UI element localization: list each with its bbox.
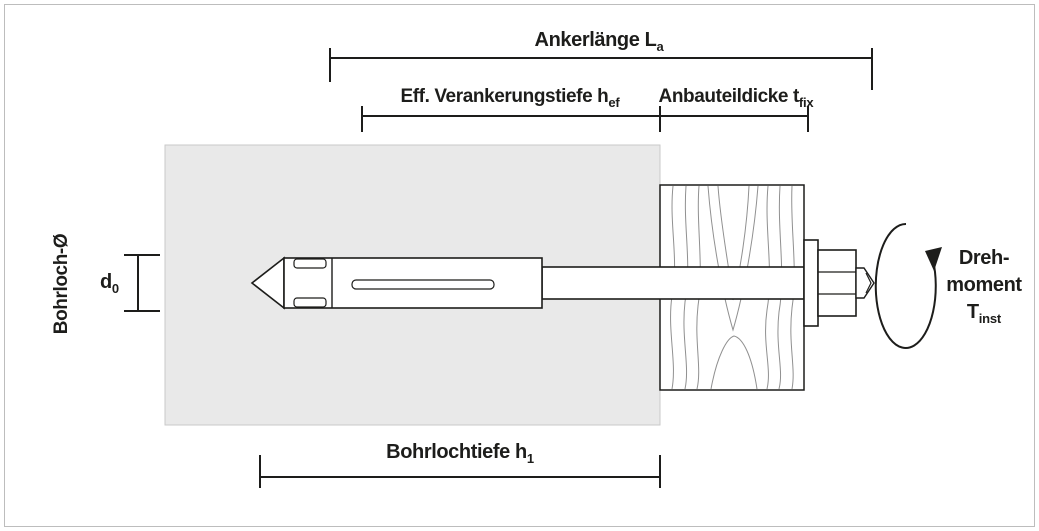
torque-arrow-ellipse [874, 222, 937, 349]
fixture-thickness-text: Anbauteildicke t [658, 86, 800, 107]
fixture-thickness-label: Anbauteildicke tfix [658, 86, 814, 110]
borehole-diameter-axis-label: Bohrloch-Ø [51, 234, 73, 335]
torque-label-line2: moment [946, 274, 1022, 296]
torque-label-line1: Dreh- [958, 247, 1010, 269]
embedment-depth-text: Eff. Verankerungstiefe h [400, 86, 609, 107]
dimension-borehole-depth [259, 455, 661, 488]
anchor-length-text: Ankerlänge L [534, 29, 657, 51]
wood-grain [670, 185, 795, 390]
washer [803, 239, 819, 327]
torque-arrowhead-icon [925, 247, 942, 271]
bolt-thread-end [855, 267, 875, 299]
anchor-bolt [250, 239, 875, 327]
borehole-diameter-subscript: 0 [111, 281, 119, 296]
anchor-length-label: Ankerlänge La [534, 29, 664, 54]
sleeve-slot [351, 279, 495, 290]
borehole-depth-label: Bohrlochtiefe h1 [386, 441, 534, 466]
bolt-thread-end-detail [865, 272, 872, 294]
borehole-diameter-symbol-label: d0 [100, 271, 119, 296]
expansion-clip-bottom [293, 297, 327, 308]
dimension-embedment-and-fixture [361, 106, 809, 132]
dimension-borehole-diameter [124, 254, 160, 312]
dimension-lines [124, 48, 873, 488]
embedment-depth-label: Eff. Verankerungstiefe hef [400, 86, 620, 110]
torque-arrow [874, 222, 942, 349]
expansion-clip-top [293, 258, 327, 269]
anchor-length-subscript: a [656, 39, 664, 54]
borehole-diameter-symbol-text: d [100, 271, 112, 293]
torque-symbol-line: Tinst [936, 299, 1032, 327]
anchor-stud [541, 266, 805, 300]
fixture-thickness-subscript: fix [798, 95, 814, 110]
torque-symbol: T [966, 301, 979, 323]
borehole-diameter-axis-text: Bohrloch-Ø [51, 233, 72, 335]
borehole-depth-text: Bohrlochtiefe h [386, 441, 527, 463]
torque-label: Dreh- moment Tinst [936, 245, 1032, 327]
borehole-depth-subscript: 1 [526, 451, 534, 466]
hex-nut [817, 249, 857, 317]
embedment-depth-subscript: ef [608, 95, 620, 110]
dimension-anchor-length [329, 48, 873, 90]
torque-subscript: inst [978, 311, 1002, 326]
